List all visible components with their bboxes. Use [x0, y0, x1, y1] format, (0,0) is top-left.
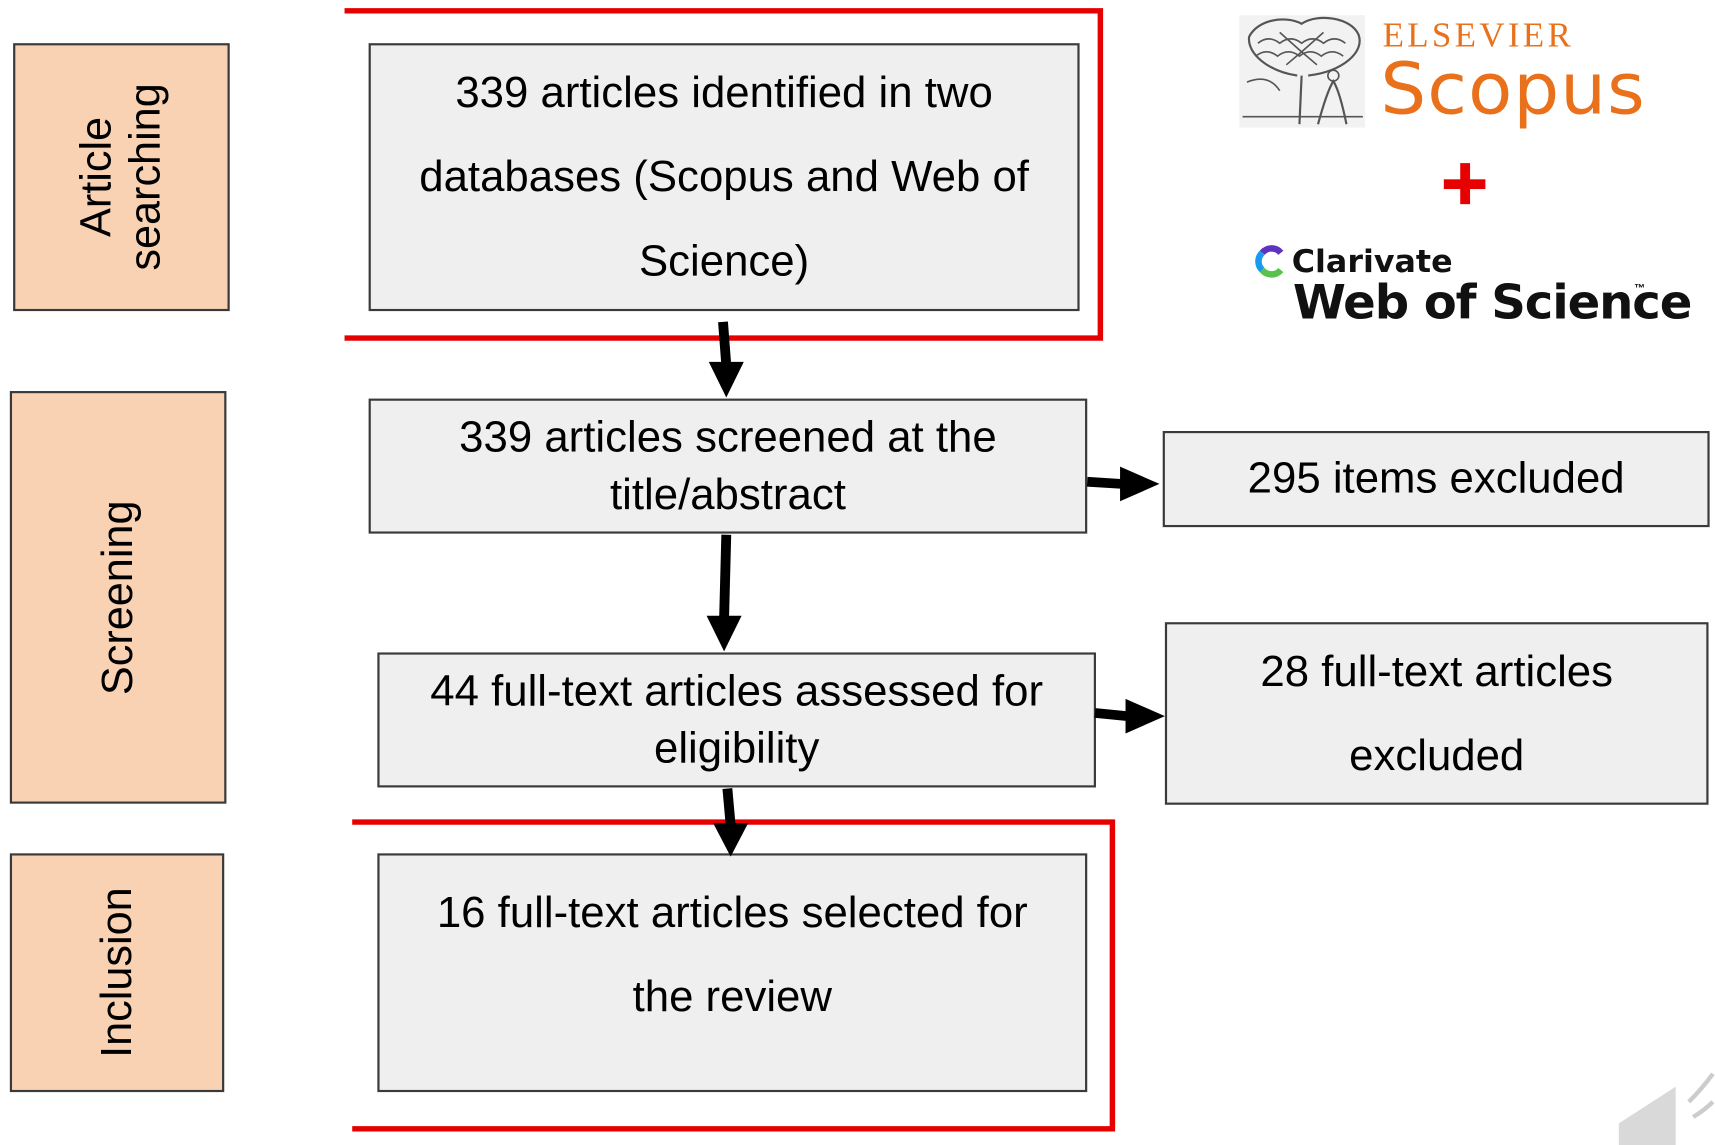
- highlight-bracket-inclusion: [352, 819, 1116, 1132]
- highlight-bracket-search: [344, 8, 1104, 341]
- arrow-screened-to-assessed: [706, 534, 742, 652]
- scopus-wordmark: Scopus: [1380, 47, 1646, 131]
- phase-inclusion: Inclusion: [9, 853, 225, 1093]
- box-screened: 339 articles screened at the title/abstr…: [368, 398, 1088, 534]
- arrow-assessed-to-selected: [713, 788, 749, 857]
- box-identified-line2: databases (Scopus and Web of: [419, 153, 1029, 201]
- speaker-icon: [1618, 1072, 1715, 1145]
- arrow-identified-to-screened: [708, 321, 744, 398]
- box-selected-line2: the review: [632, 973, 832, 1021]
- trademark-symbol: ™: [1634, 283, 1646, 295]
- clarivate-logo-icon: [1255, 245, 1284, 278]
- box-screened-line1: 339 articles screened at the: [459, 413, 997, 461]
- phase-screening: Screening: [9, 391, 227, 804]
- box-identified-line3: Science): [638, 237, 810, 286]
- box-excluded-items-line1: 295 items excluded: [1247, 454, 1625, 503]
- box-selected: 16 full-text articles selected for the r…: [377, 853, 1088, 1093]
- phase-article-searching: Article searching: [13, 43, 230, 312]
- box-assessed: 44 full-text articles assessed for eligi…: [377, 652, 1096, 788]
- clarivate-wordmark: Clarivate: [1291, 243, 1453, 280]
- web-of-science-wordmark: Web of Science: [1292, 275, 1693, 331]
- arrow-assessed-to-fulltext-excluded: [1094, 698, 1165, 734]
- plus-icon: [1443, 163, 1486, 205]
- box-fulltext-excluded-line2: excluded: [1349, 731, 1525, 780]
- box-identified: 339 articles identified in two databases…: [368, 43, 1080, 312]
- box-screened-line2: title/abstract: [609, 470, 846, 518]
- elsevier-wordmark: ELSEVIER: [1382, 15, 1575, 55]
- box-assessed-line1: 44 full-text articles assessed for: [430, 667, 1044, 715]
- arrow-screened-to-excluded: [1086, 466, 1160, 502]
- box-identified-line1: 339 articles identified in two: [455, 69, 993, 117]
- box-excluded-items: 295 items excluded: [1162, 430, 1710, 528]
- box-fulltext-excluded: 28 full-text articles excluded: [1164, 622, 1709, 805]
- box-assessed-line2: eligibility: [653, 724, 820, 772]
- box-fulltext-excluded-line1: 28 full-text articles: [1260, 647, 1613, 696]
- elsevier-tree-icon: [1239, 15, 1366, 128]
- box-selected-line1: 16 full-text articles selected for: [436, 889, 1028, 937]
